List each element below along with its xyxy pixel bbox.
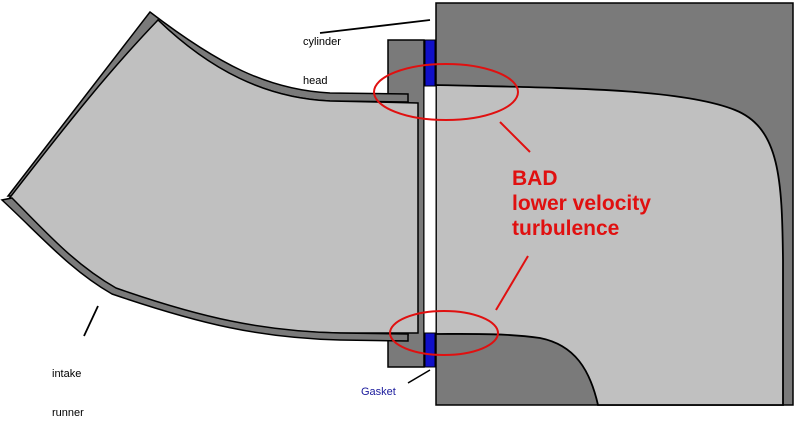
diagram-canvas [0, 2, 794, 406]
intake-port-diagram: cylinder head intake runner Gasket BAD l… [0, 2, 794, 419]
port-gap [423, 39, 437, 368]
cylinder-head-label-line1: cylinder [303, 36, 341, 48]
bad-callout-line3: turbulence [512, 217, 620, 240]
intake-runner-leader [83, 305, 99, 337]
cylinder-head-label: cylinder head [303, 10, 341, 114]
cylinder-head-label-line2: head [303, 75, 328, 87]
bad-callout: BAD lower velocity turbulence [512, 166, 651, 241]
intake-runner-flow [6, 18, 419, 334]
runner-wall-lower [0, 197, 409, 342]
gasket-upper [424, 39, 436, 87]
intake-runner-label-line2: runner [52, 407, 84, 419]
head-port-flow [435, 84, 784, 406]
gasket-label: Gasket [361, 386, 396, 398]
intake-runner-label-line1: intake [52, 368, 82, 380]
bad-callout-line2: lower velocity [512, 192, 651, 215]
problem-ellipse-upper [373, 63, 519, 121]
gasket-leader [407, 369, 431, 384]
callout-line-lower [495, 255, 529, 311]
gasket-lower [424, 332, 436, 368]
bad-callout-line1: BAD [512, 167, 558, 190]
cylinder-head-leader [319, 19, 431, 34]
problem-ellipse-lower [389, 310, 499, 356]
intake-runner-label: intake runner [52, 342, 84, 446]
callout-line-upper [499, 121, 531, 153]
